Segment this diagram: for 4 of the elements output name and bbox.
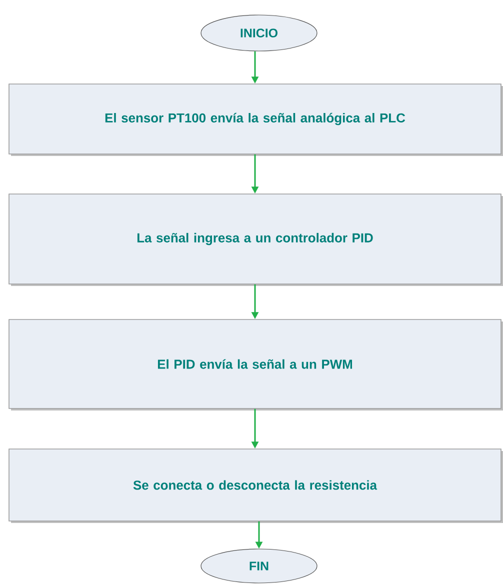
process-box: El PID envía la señal a un PWM xyxy=(8,319,502,409)
process-box: Se conecta o desconecta la resistencia xyxy=(8,448,502,522)
process-box: La señal ingresa a un controlador PID xyxy=(8,194,502,284)
process-box: El sensor PT100 envía la señal analógica al PLC xyxy=(8,84,502,154)
